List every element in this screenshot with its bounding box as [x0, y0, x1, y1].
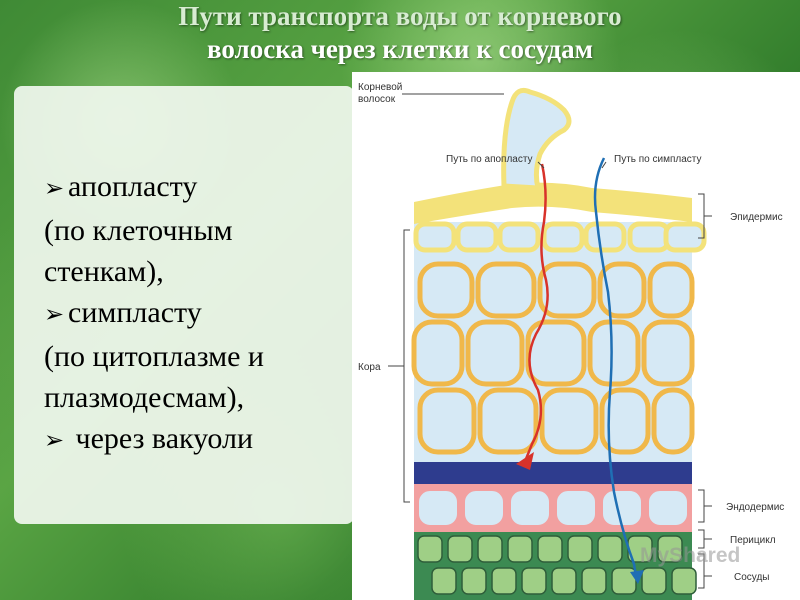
endodermis-bracket	[698, 489, 712, 523]
cortex-cell	[647, 261, 695, 319]
epidermis-wall	[414, 182, 692, 224]
apoplast-path-line	[522, 163, 549, 465]
label-vessels: Сосуды	[734, 572, 769, 583]
cortex-cell	[651, 387, 695, 455]
vessel-cells	[417, 535, 697, 595]
cortex-cell	[641, 319, 695, 387]
label-apoplast-path: Путь по апопласту	[446, 154, 533, 165]
label-endodermis: Эндодермис	[726, 502, 784, 513]
arrow-bullet-icon: ➢	[44, 428, 65, 454]
cortex-cell	[477, 387, 539, 455]
vessel-cell	[521, 567, 547, 595]
title-line-1: Пути транспорта воды от корневого	[178, 1, 622, 31]
cell-layer	[411, 221, 707, 481]
cortex-cell	[465, 319, 525, 387]
vessel-cell	[657, 535, 683, 563]
pericycle-cell	[555, 489, 597, 527]
pericycle-cell	[417, 489, 459, 527]
epidermis-cell	[663, 221, 707, 253]
vessel-cell	[641, 567, 667, 595]
label-root-hair-1: Корневой	[358, 82, 402, 93]
epidermis-cell	[497, 221, 541, 253]
slide-title: Пути транспорта воды от корневого волоск…	[0, 0, 800, 66]
cortex-cell	[417, 261, 475, 319]
root-cross-section-diagram: Корневой волосок Путь по апопласту Путь …	[352, 72, 800, 600]
bullet-line: стенкам),	[44, 255, 164, 288]
pericycle-bracket	[698, 529, 712, 549]
title-line-2: волоска через клетки к сосудам	[207, 34, 593, 64]
pericycle-cell	[509, 489, 551, 527]
epidermis-bracket	[698, 193, 712, 239]
cortex-cell	[597, 261, 647, 319]
arrow-bullet-icon: ➢	[44, 302, 65, 328]
label-symplast-path: Путь по симпласту	[614, 154, 701, 165]
vessel-cell	[417, 535, 443, 563]
pericycle-cell	[463, 489, 505, 527]
vessel-cell	[671, 567, 697, 595]
vessel-cell	[507, 535, 533, 563]
cortex-bracket	[388, 229, 410, 503]
vessel-cell	[447, 535, 473, 563]
cortex-cell	[475, 261, 537, 319]
epidermis-cell	[541, 221, 585, 253]
pericycle-cells	[417, 489, 689, 527]
pericycle-cell	[601, 489, 643, 527]
epidermis-cell	[627, 221, 671, 253]
vessel-cell	[597, 535, 623, 563]
vessel-cell	[581, 567, 607, 595]
symplast-path-line	[593, 157, 638, 577]
bullet-line: ➢апопласту	[44, 166, 354, 210]
arrow-bullet-icon: ➢	[44, 176, 65, 202]
watermark-logo: MyShared	[640, 544, 740, 567]
bullet-line: ➢симпласту	[44, 292, 354, 336]
root-hair	[501, 87, 572, 191]
vessel-cell	[461, 567, 487, 595]
vessels-bracket	[698, 553, 712, 589]
vessel-cell	[491, 567, 517, 595]
endodermis-band	[414, 462, 692, 484]
vessel-cell	[551, 567, 577, 595]
leader-line	[537, 161, 545, 169]
bullet-line: плазмодесмам),	[44, 381, 245, 414]
cortex-cell	[537, 261, 597, 319]
text-panel	[14, 86, 354, 524]
cortex-cell	[411, 319, 465, 387]
vessel-cell	[567, 535, 593, 563]
diagram-svg: Корневой волосок Путь по апопласту Путь …	[358, 82, 784, 600]
symplast-arrow-icon	[630, 570, 644, 584]
pericycle-band	[414, 484, 692, 532]
vessel-cell	[537, 535, 563, 563]
leader-line	[601, 161, 607, 169]
epidermis-cell	[455, 221, 499, 253]
label-epidermis: Эпидермис	[730, 212, 783, 223]
bullet-line: (по клеточным	[44, 214, 233, 247]
vessel-cell	[431, 567, 457, 595]
bullet-line: ➢ через вакуоли	[44, 418, 354, 462]
cortex-cell	[417, 387, 477, 455]
vessel-cell	[477, 535, 503, 563]
epidermis-cell	[583, 221, 627, 253]
cortex-cell	[525, 319, 587, 387]
cortex-cell	[599, 387, 651, 455]
apoplast-arrow-icon	[516, 452, 534, 470]
bullet-line: (по цитоплазме и	[44, 340, 264, 373]
cortex-cell	[539, 387, 599, 455]
cortex-cell	[587, 319, 641, 387]
label-root-hair-2: волосок	[358, 94, 396, 105]
label-cortex: Кора	[358, 362, 381, 373]
epidermis-cell	[413, 221, 457, 253]
label-pericycle: Перицикл	[730, 535, 776, 546]
bullet-list: ➢апопласту (по клеточным стенкам), ➢симп…	[44, 166, 354, 462]
pericycle-cell	[647, 489, 689, 527]
